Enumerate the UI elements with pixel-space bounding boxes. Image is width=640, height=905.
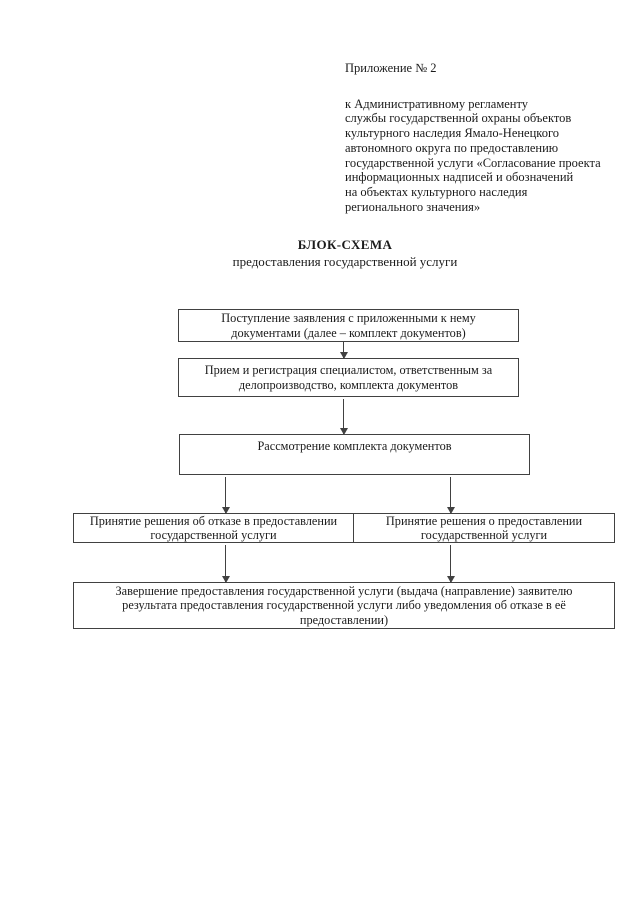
arrow-review-to-refusal (221, 477, 230, 514)
flowchart-node-registration: Прием и регистрация специалистом, ответс… (178, 358, 519, 397)
flowchart-node-registration-label: Прием и регистрация специалистом, ответс… (204, 363, 493, 392)
flowchart-node-review: Рассмотрение комплекта документов (179, 434, 530, 475)
arrow-review-to-approval (446, 477, 455, 514)
appendix-number: Приложение № 2 (345, 61, 437, 75)
flowchart-node-refusal-decision: Принятие решения об отказе в предоставле… (73, 513, 354, 543)
flowchart-node-review-label: Рассмотрение комплекта документов (257, 439, 452, 453)
arrow-approval-to-completion (446, 545, 455, 583)
appendix-reference-text: к Административному регламенту службы го… (345, 96, 601, 214)
page-title: БЛОК-СХЕМА (297, 237, 393, 252)
flowchart-node-refusal-decision-label: Принятие решения об отказе в предоставле… (89, 514, 338, 542)
arrow-registration-to-review (339, 399, 348, 435)
appendix-header: Приложение № 2 к Административному регла… (345, 61, 615, 214)
arrow-refusal-to-completion (221, 545, 230, 583)
flowchart-node-reception-label: Поступление заявления с приложенными к н… (221, 311, 476, 340)
flowchart-node-completion: Завершение предоставления государственно… (73, 582, 615, 629)
flowchart-node-completion-label: Завершение предоставления государственно… (115, 583, 573, 627)
page-subtitle: предоставления государственной услуги (232, 253, 458, 269)
flowchart-node-reception: Поступление заявления с приложенными к н… (178, 309, 519, 342)
arrow-reception-to-registration (339, 342, 348, 359)
flowchart-node-approval-decision-label: Принятие решения о предоставлении госуда… (385, 514, 583, 542)
flowchart-node-approval-decision: Принятие решения о предоставлении госуда… (353, 513, 615, 543)
title-block: БЛОК-СХЕМА предоставления государственно… (72, 237, 618, 270)
